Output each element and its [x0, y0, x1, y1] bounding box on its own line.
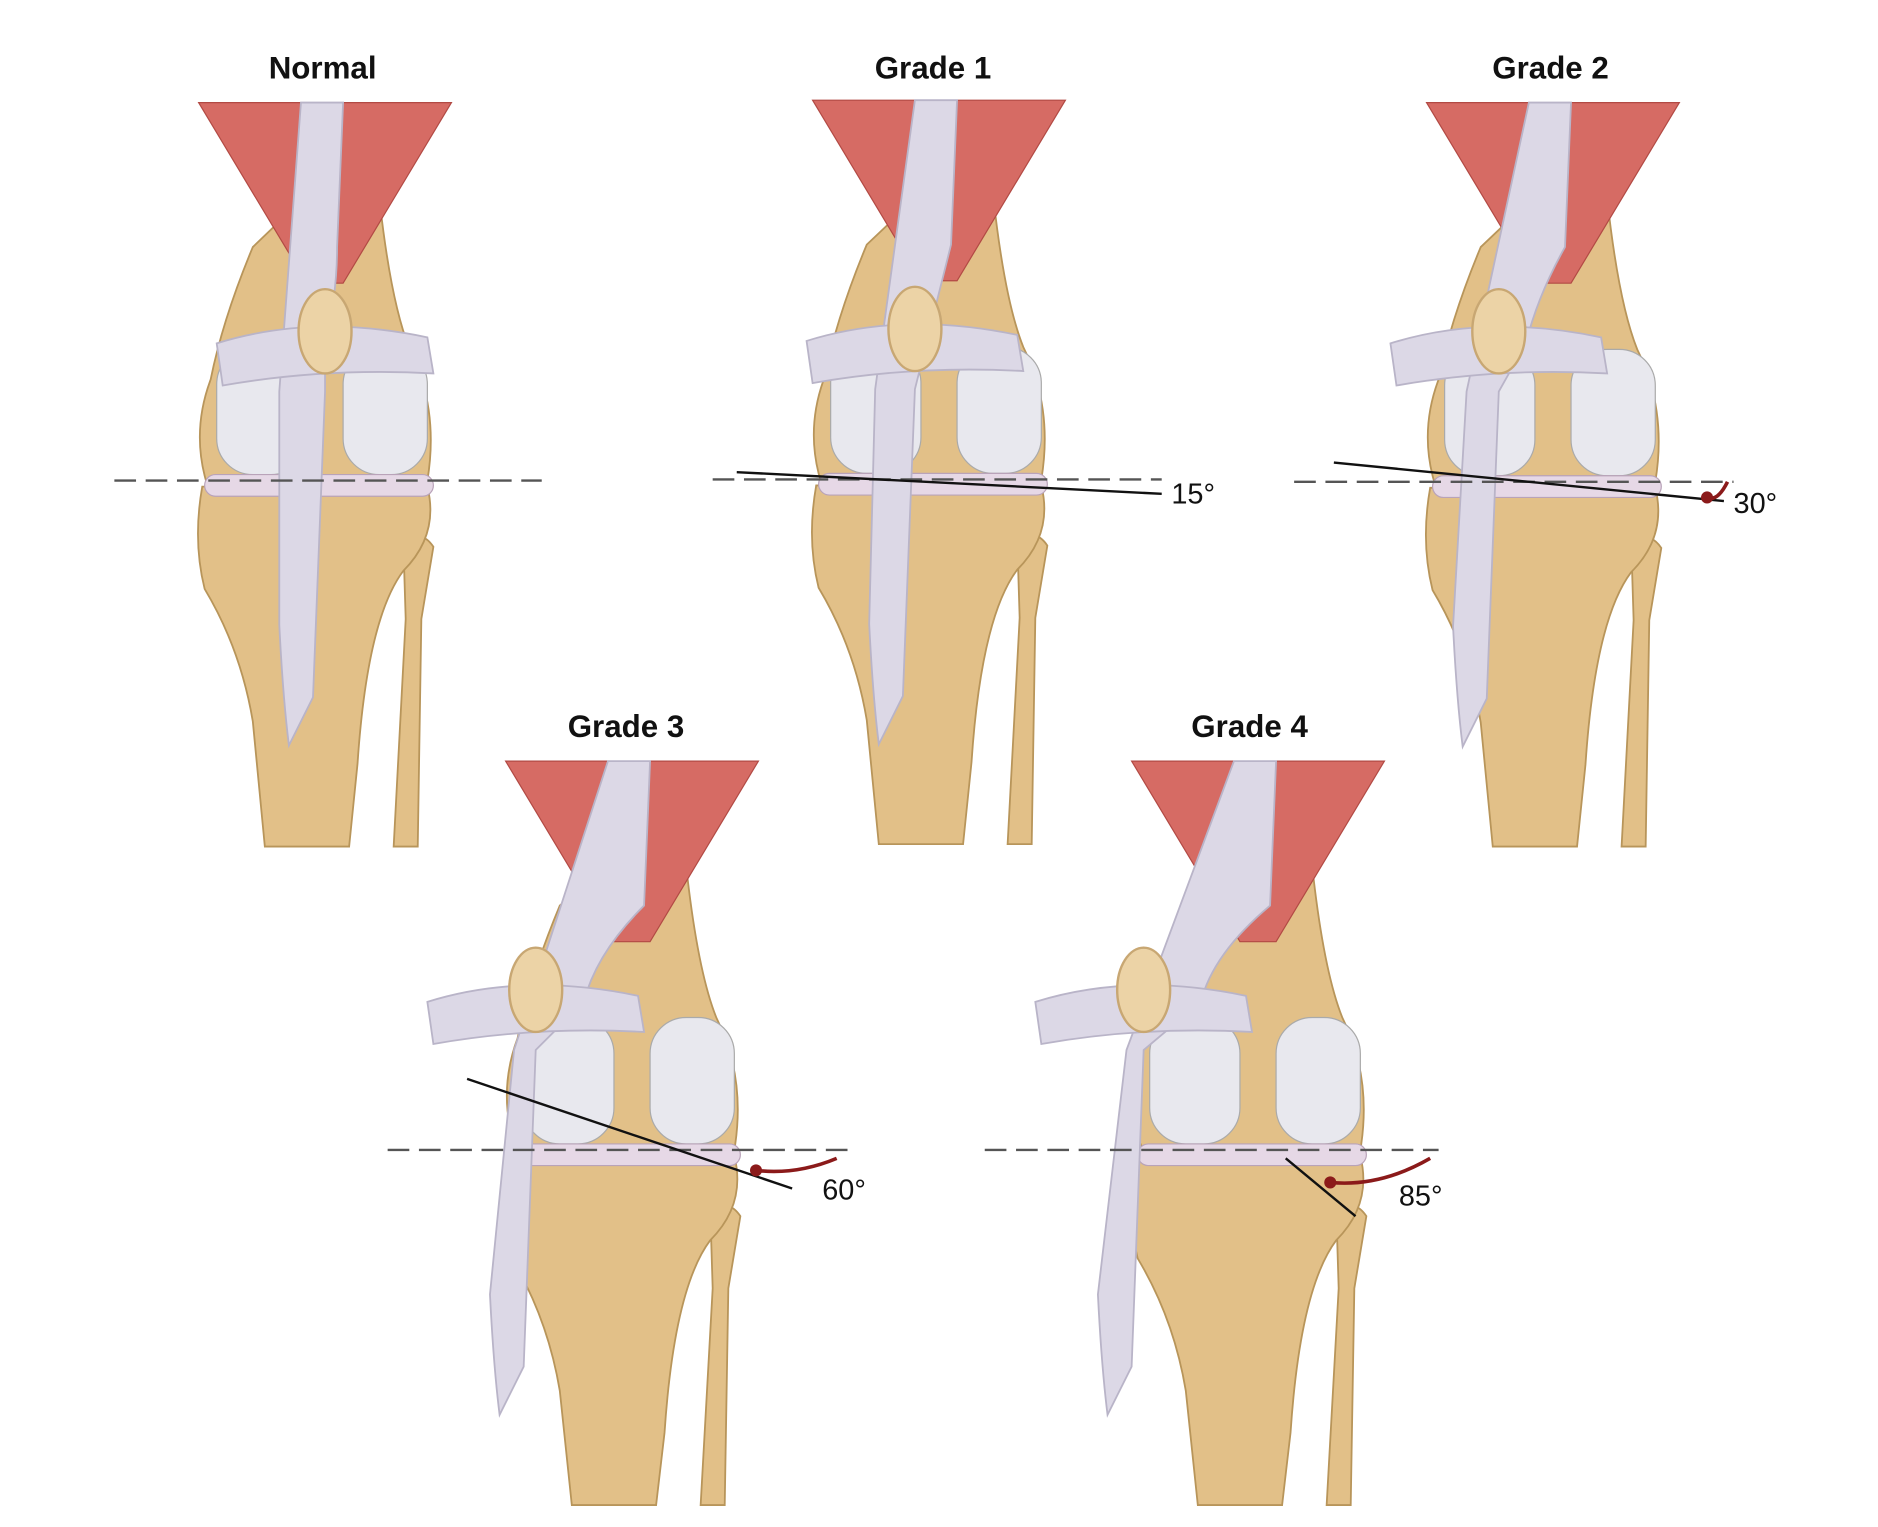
- lateral-condyle: [1275, 1016, 1361, 1145]
- meniscus: [511, 1143, 741, 1167]
- rotation-arrow: [1330, 1156, 1432, 1185]
- patella: [297, 287, 353, 375]
- patella: [887, 285, 943, 373]
- patella: [508, 946, 564, 1034]
- patella: [1115, 946, 1172, 1034]
- meniscus: [1137, 1143, 1367, 1167]
- fibula: [392, 535, 435, 848]
- tibia: [811, 484, 1046, 846]
- knee-illustration-0: [114, 101, 542, 848]
- tibia: [504, 1155, 739, 1506]
- fibula: [699, 1204, 742, 1506]
- patellar-ligament: [489, 760, 652, 1418]
- knee-illustration-4: [984, 760, 1439, 1506]
- angle-label-grade-3: 60°: [822, 1174, 866, 1206]
- patella: [1471, 287, 1527, 375]
- panel-title-grade-1: Grade 1: [875, 51, 992, 86]
- tilt-angle-line: [466, 1077, 793, 1190]
- panel-title-grade-4: Grade 4: [1191, 709, 1308, 744]
- panel-title-grade-2: Grade 2: [1492, 51, 1609, 86]
- panel-title-normal: Normal: [269, 51, 377, 86]
- fibula: [1006, 533, 1049, 846]
- tibia: [1130, 1155, 1365, 1506]
- knee-illustration-1: [712, 99, 1162, 846]
- meniscus: [818, 472, 1048, 496]
- medial-condyle: [1149, 1016, 1241, 1145]
- rotation-arrow: [755, 1156, 838, 1174]
- patellar-ligament: [278, 101, 345, 749]
- tilt-angle-line: [1284, 1157, 1357, 1218]
- panel-title-grade-3: Grade 3: [568, 709, 685, 744]
- tilt-angle-line: [736, 470, 1162, 496]
- arrow-head-icon: [749, 1164, 763, 1177]
- fibula: [1325, 1204, 1368, 1506]
- lateral-condyle: [649, 1016, 735, 1145]
- patellar-ligament: [868, 99, 958, 748]
- angle-label-grade-4: 85°: [1399, 1180, 1443, 1212]
- arrow-head-icon: [1324, 1176, 1337, 1189]
- fibula: [1620, 536, 1663, 848]
- knee-illustration-2: [1294, 101, 1734, 848]
- patellar-ligament: [1097, 760, 1278, 1418]
- angle-label-grade-2: 30°: [1734, 488, 1778, 520]
- knee-illustration-3: [387, 760, 849, 1506]
- arrow-head-icon: [1701, 491, 1714, 504]
- tilt-angle-line: [1333, 461, 1725, 503]
- patellar-ligament: [1452, 101, 1572, 750]
- angle-label-grade-1: 15°: [1171, 478, 1215, 510]
